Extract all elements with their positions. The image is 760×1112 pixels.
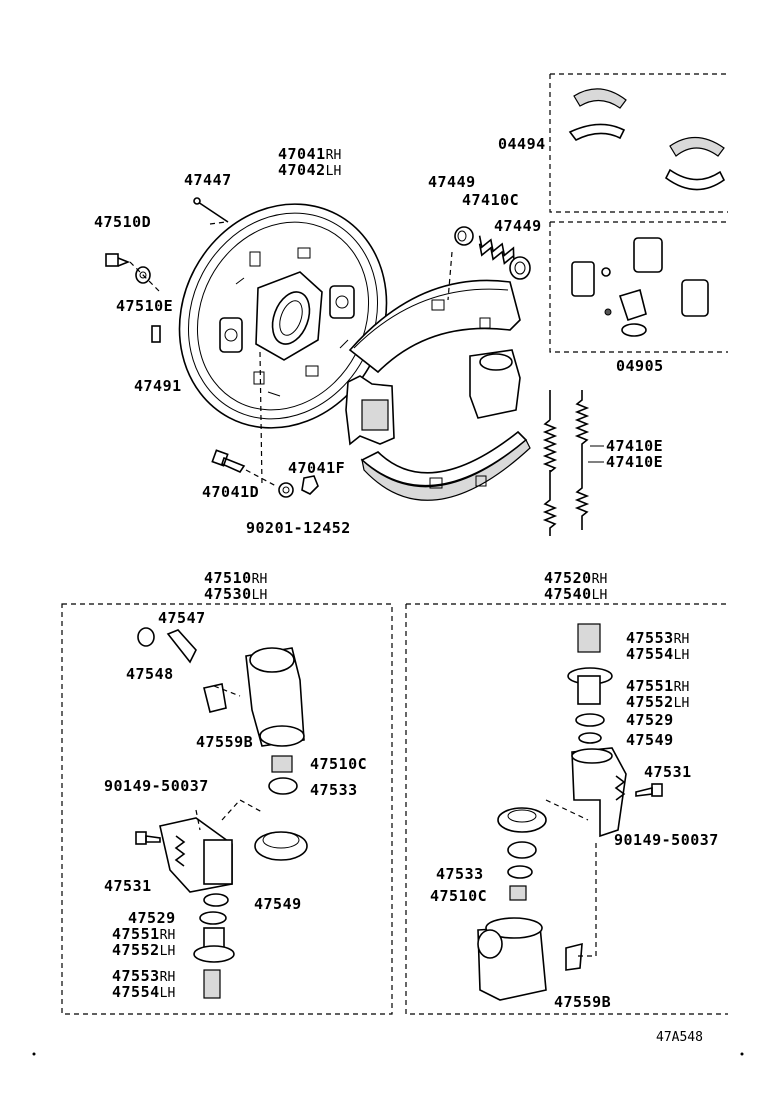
bolt-90149-left (135, 831, 161, 845)
part-number-47547: 47547 (158, 609, 206, 627)
spring-47410E-right (574, 390, 590, 530)
part-number-47533-left: 47533 (310, 781, 358, 799)
leader-dashes-left (195, 685, 263, 831)
part-number-04494: 04494 (498, 135, 546, 153)
cylinder-body-left (245, 647, 305, 747)
part-number-47554-right: 47554LH (626, 645, 690, 663)
part-number-47041F: 47041F (288, 459, 346, 477)
part-number-47410E-b: 47410E (606, 453, 664, 471)
bolt-47041D (211, 449, 246, 474)
part-number-47553-left: 47553RH (112, 967, 176, 985)
part-number-47551-left: 47551RH (112, 925, 176, 943)
part-number-47533-right: 47533 (436, 865, 484, 883)
boot-47533-right-large (497, 807, 547, 833)
cup-47533-left (268, 777, 298, 795)
wheel-cylinder-box-left (61, 603, 393, 1015)
part-number-90149-50037-left: 90149-50037 (104, 777, 209, 795)
bolt-47510D (105, 253, 131, 267)
ring-47529-left (199, 911, 227, 925)
part-number-47510C-right: 47510C (430, 887, 488, 905)
boot-47533-left-large (254, 831, 308, 861)
cup-47449-right (509, 256, 531, 280)
plug-47491 (151, 325, 161, 343)
nut-47041F (301, 475, 319, 495)
part-number-47449-a: 47449 (428, 173, 476, 191)
piston-47551-left (193, 927, 235, 963)
part-number-47510: 47510RH (204, 569, 268, 587)
part-number-90149-50037-right: 90149-50037 (614, 831, 719, 849)
part-number-47559B-right: 47559B (554, 993, 612, 1011)
part-number-47449-b: 47449 (494, 217, 542, 235)
brake-shoe-lower (360, 430, 531, 501)
part-number-47531-left: 47531 (104, 877, 152, 895)
part-number-47552-left: 47552LH (112, 941, 176, 959)
part-number-47510C-left: 47510C (310, 755, 368, 773)
bolt-90149-right (635, 783, 663, 797)
part-number-47552-right: 47552LH (626, 693, 690, 711)
ring-47529-right (575, 713, 605, 727)
part-number-47520: 47520RH (544, 569, 608, 587)
brake-shoe-upper (348, 279, 521, 374)
backing-plate-drawing (178, 203, 388, 429)
wheel-cylinder-upper (469, 349, 521, 419)
part-number-47549-right: 47549 (626, 731, 674, 749)
part-number-47553-right: 47553RH (626, 629, 690, 647)
adjuster-clip (345, 375, 395, 446)
stray-dot (32, 1052, 36, 1056)
shoe-kit-04494-drawing (568, 88, 726, 191)
spring-47510C-left (271, 755, 293, 773)
part-number-47529-right: 47529 (626, 711, 674, 729)
part-number-90201-12452: 90201-12452 (246, 519, 351, 537)
part-number-47551-right: 47551RH (626, 677, 690, 695)
piston-47551-right (567, 667, 613, 705)
part-number-47491: 47491 (134, 377, 182, 395)
part-number-47410E-a: 47410E (606, 437, 664, 455)
part-number-47549-left: 47549 (254, 895, 302, 913)
part-number-47042: 47042LH (278, 161, 342, 179)
spring-47410E-left (542, 390, 558, 536)
part-number-47559B-left: 47559B (196, 733, 254, 751)
leader-dashes-upper (129, 221, 277, 487)
wheel-cylinder-box-right (405, 603, 728, 1015)
cylinder-body-right (477, 917, 547, 1001)
kit-box-04905 (549, 221, 728, 353)
bleeder-47547 (166, 629, 197, 664)
clip-47559B-left (203, 683, 227, 713)
part-number-47531-right: 47531 (644, 763, 692, 781)
cup-47449-left (454, 226, 474, 246)
part-number-47510D: 47510D (94, 213, 152, 231)
bolt-47447 (193, 197, 229, 223)
part-number-47540: 47540LH (544, 585, 608, 603)
kit-box-04494 (549, 73, 728, 213)
leader-dash-47449 (447, 251, 453, 301)
part-number-47041: 47041RH (278, 145, 342, 163)
part-number-47410C: 47410C (462, 191, 520, 209)
part-number-47041D: 47041D (202, 483, 260, 501)
cap-47548 (137, 627, 155, 647)
part-number-47548: 47548 (126, 665, 174, 683)
stray-dot (740, 1052, 744, 1056)
diagram-code: 47A548 (656, 1030, 703, 1045)
part-number-47529-left: 47529 (128, 909, 176, 927)
part-number-47554-left: 47554LH (112, 983, 176, 1001)
leader-dashes-right (545, 799, 597, 957)
piston-47531-right (571, 747, 627, 838)
part-number-04905: 04905 (616, 357, 664, 375)
nut-90201 (278, 482, 294, 498)
ring-47549-right (578, 732, 602, 744)
part-number-47530: 47530LH (204, 585, 268, 603)
cylinder-kit-04905-drawing (571, 237, 709, 337)
piston-47531-left (159, 817, 233, 893)
spring-47553-left (203, 969, 221, 999)
clip-47559B-right (565, 942, 583, 971)
spring-47410C (478, 235, 515, 265)
spring-47553-right (577, 623, 601, 653)
cup-47533-right (507, 841, 537, 879)
part-number-47447: 47447 (184, 171, 232, 189)
ring-47549-left (203, 893, 229, 907)
spring-47510C-right (509, 885, 527, 901)
part-number-47510E: 47510E (116, 297, 174, 315)
leader-47410E (588, 445, 604, 463)
